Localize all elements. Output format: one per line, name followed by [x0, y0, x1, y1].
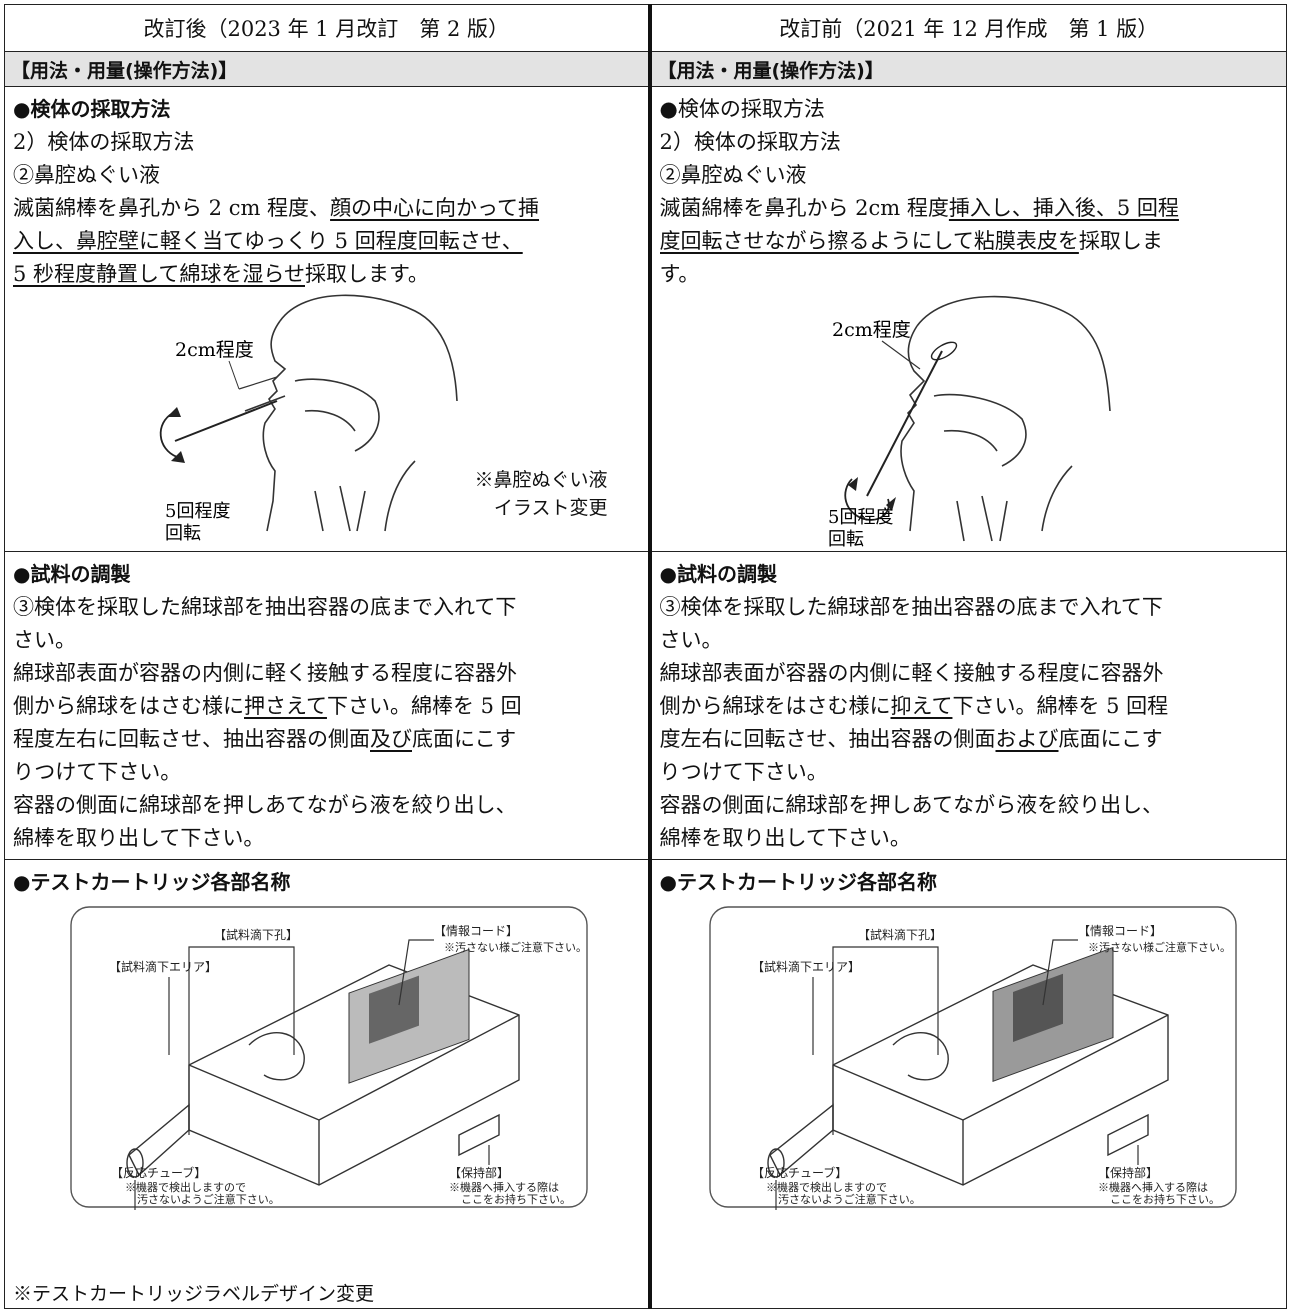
label-info-code-original: 【情報コード】	[1078, 924, 1162, 938]
prep-line5: 程度左右に回転させ、抽出容器の側面及び底面にこす	[13, 727, 517, 751]
section-usage-right: 【用法・用量(操作方法)】	[649, 51, 1287, 87]
sampling-title-original: ●検体の採取方法	[659, 97, 825, 121]
label-tube-note-original-1: ※機器で検出しますので	[766, 1180, 887, 1194]
section-usage-left: 【用法・用量(操作方法)】	[4, 51, 652, 87]
prep-orig-line2: さい。	[659, 628, 723, 652]
cartridge-diagram-original: 【試料滴下孔】 【情報コード】 ※汚さない様ご注意下さい。 【試料滴下エリア】 …	[708, 905, 1238, 1211]
sampling-title: ●検体の採取方法	[13, 97, 171, 121]
prep-line8: 綿棒を取り出して下さい。	[13, 826, 265, 850]
distance-label: 2cm程度	[175, 339, 254, 361]
header-original: 改訂前（2021 年 12 月作成 第 1 版）	[649, 4, 1287, 52]
label-drop-hole: 【試料滴下孔】	[214, 927, 298, 942]
rotation-label-2: 回転	[165, 523, 201, 544]
sampling-cell-revised: ●検体の採取方法 2）検体の採取方法 ②鼻腔ぬぐい液 滅菌綿棒を鼻孔から 2 c…	[4, 86, 652, 552]
sampling-text-line3: 5 秒程度静置して綿球を湿らせ採取します。	[13, 262, 429, 286]
prep-title-original: ●試料の調製	[659, 562, 777, 586]
cartridge-label-change-note: ※テストカートリッジラベルデザイン変更	[13, 1283, 375, 1305]
prep-orig-line3: 綿球部表面が容器の内側に軽く接触する程度に容器外	[659, 661, 1164, 685]
prep-cell-revised: ●試料の調製 ③検体を採取した綿球部を抽出容器の底まで入れて下 さい。 綿球部表…	[4, 551, 652, 860]
prep-line3: 綿球部表面が容器の内側に軽く接触する程度に容器外	[13, 661, 517, 685]
sampling-sub2: ②鼻腔ぬぐい液	[13, 163, 160, 187]
prep-orig-line8: 綿棒を取り出して下さい。	[659, 826, 911, 850]
label-tube-note-2: 汚さないようご注意下さい。	[137, 1192, 280, 1206]
cartridge-cell-original: ●テストカートリッジ各部名称	[649, 859, 1287, 1309]
label-holder-original: 【保持部】	[1098, 1165, 1158, 1180]
prep-cell-original: ●試料の調製 ③検体を採取した綿球部を抽出容器の底まで入れて下 さい。 綿球部表…	[649, 551, 1287, 860]
rotation-label-original-2: 回転	[828, 529, 864, 550]
prep-orig-line6: りつけて下さい。	[659, 760, 828, 784]
prep-orig-line7: 容器の側面に綿球部を押しあてながら液を絞り出し、	[659, 793, 1164, 817]
sampling-orig-line2: 度回転させながら擦るようにして粘膜表皮を採取しま	[659, 229, 1163, 253]
sampling-orig-line3: す。	[659, 262, 700, 286]
label-holder: 【保持部】	[449, 1165, 509, 1180]
sampling-text-line2: 入し、鼻腔壁に軽く当てゆっくり 5 回程度回転させ、	[13, 229, 523, 253]
label-drop-area: 【試料滴下エリア】	[109, 959, 217, 974]
label-drop-area-original: 【試料滴下エリア】	[752, 959, 860, 974]
cartridge-diagram-revised: 【試料滴下孔】 【情報コード】 ※汚さない様ご注意下さい。 【試料滴下エリア】 …	[69, 905, 589, 1211]
sampling-sub1-original: 2）検体の採取方法	[659, 130, 841, 154]
prep-orig-line4: 側から綿球をはさむ様に抑えて下さい。綿棒を 5 回程	[659, 694, 1169, 718]
label-tube-note-original-2: 汚さないようご注意下さい。	[778, 1192, 921, 1206]
comparison-table: 改訂後（2023 年 1 月改訂 第 2 版） 改訂前（2021 年 12 月作…	[4, 4, 1287, 1309]
label-holder-note-2: ここをお持ち下さい。	[461, 1192, 571, 1206]
label-info-note-original: ※汚さない様ご注意下さい。	[1088, 940, 1231, 954]
header-revised: 改訂後（2023 年 1 月改訂 第 2 版）	[4, 4, 652, 52]
rotation-label-original-1: 5回程度	[828, 507, 893, 528]
illustration-change-note: ※鼻腔ぬぐい液 イラスト変更	[474, 469, 608, 519]
label-tube-note-1: ※機器で検出しますので	[125, 1180, 246, 1194]
label-tube: 【反応チューブ】	[111, 1165, 206, 1180]
distance-label-original: 2cm程度	[832, 319, 911, 341]
label-info-code: 【情報コード】	[434, 924, 518, 938]
cartridge-cell-revised: ●テストカートリッジ各部名称	[4, 859, 652, 1309]
label-info-note: ※汚さない様ご注意下さい。	[444, 940, 587, 954]
sampling-orig-line1: 滅菌綿棒を鼻孔から 2cm 程度挿入し、挿入後、5 回程	[659, 196, 1179, 220]
prep-line2: さい。	[13, 628, 76, 652]
prep-line4: 側から綿球をはさむ様に押さえて下さい。綿棒を 5 回	[13, 694, 522, 718]
prep-line7: 容器の側面に綿球部を押しあてながら液を絞り出し、	[13, 793, 517, 817]
sampling-sub1: 2）検体の採取方法	[13, 130, 195, 154]
prep-line6: りつけて下さい。	[13, 760, 182, 784]
prep-line1: ③検体を採取した綿球部を抽出容器の底まで入れて下	[13, 595, 517, 619]
label-holder-note-1: ※機器へ挿入する際は	[449, 1180, 559, 1194]
label-drop-hole-original: 【試料滴下孔】	[858, 927, 942, 942]
cartridge-title-original: ●テストカートリッジ各部名称	[659, 870, 937, 894]
prep-orig-line1: ③検体を採取した綿球部を抽出容器の底まで入れて下	[659, 595, 1163, 619]
prep-orig-line5: 度左右に回転させ、抽出容器の側面および底面にこす	[659, 727, 1163, 751]
sampling-cell-original: ●検体の採取方法 2）検体の採取方法 ②鼻腔ぬぐい液 滅菌綿棒を鼻孔から 2cm…	[649, 86, 1287, 552]
rotation-label-1: 5回程度	[165, 501, 230, 522]
label-holder-note-original-2: ここをお持ち下さい。	[1110, 1192, 1220, 1206]
label-tube-original: 【反応チューブ】	[752, 1165, 847, 1180]
sampling-text-line1: 滅菌綿棒を鼻孔から 2 cm 程度、顔の中心に向かって挿	[13, 196, 540, 220]
cartridge-title: ●テストカートリッジ各部名称	[13, 870, 291, 894]
swab-illustration-original: 2cm程度 5回程度 回転	[652, 291, 1286, 551]
prep-title: ●試料の調製	[13, 562, 131, 586]
sampling-sub2-original: ②鼻腔ぬぐい液	[659, 163, 807, 187]
swab-illustration-revised: 2cm程度 5回程度 回転 ※鼻腔ぬぐい液 イラスト変更	[6, 291, 646, 551]
label-holder-note-original-1: ※機器へ挿入する際は	[1098, 1180, 1208, 1194]
